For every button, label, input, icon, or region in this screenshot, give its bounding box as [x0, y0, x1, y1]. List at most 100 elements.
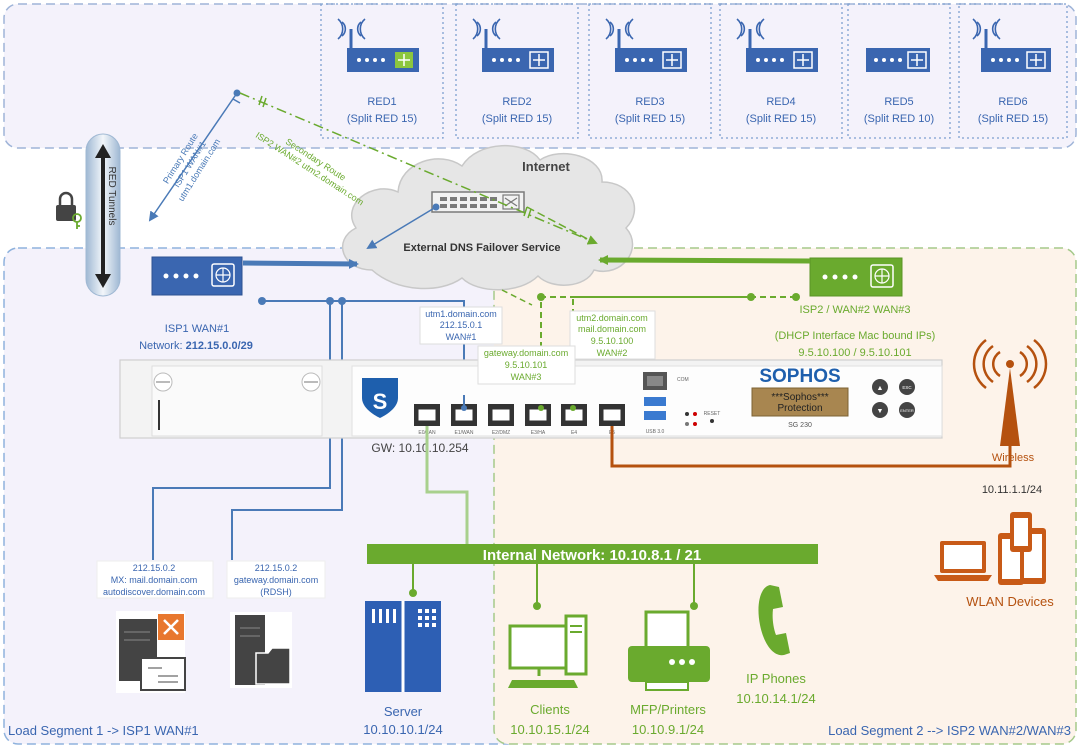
mail-info-box [96, 560, 214, 599]
enter-button[interactable]: ENTER [900, 408, 914, 413]
red3-icon [605, 18, 687, 72]
internet-title: Internet [522, 159, 570, 174]
printers[interactable]: MFP/Printers 10.10.9.1/24 [628, 610, 710, 737]
wan3-host: gateway.domain.com [484, 348, 568, 358]
dns-service-label: External DNS Failover Service [403, 242, 560, 254]
dns-to-wan3-line [501, 289, 533, 306]
red3-mode: (Split RED 15) [615, 113, 685, 125]
red5-box[interactable]: RED5 (Split RED 10) [847, 3, 951, 139]
red1-name: RED1 [367, 96, 396, 108]
phone-icon [758, 585, 790, 656]
rdsh-server-icon [230, 612, 292, 688]
wan1-host: utm1.domain.com [425, 309, 497, 319]
isp2-line2: (DHCP Interface Mac bound IPs) [775, 330, 936, 342]
model-label: SG 230 [788, 422, 812, 429]
red3-border [588, 3, 712, 139]
wireless-link [610, 426, 1012, 468]
red-sites-region [3, 3, 1077, 149]
red6-box[interactable]: RED6 (Split RED 15) [958, 3, 1068, 139]
red6-name: RED6 [998, 96, 1027, 108]
server-name: Server [384, 704, 423, 719]
mail-mx: MX: mail.domain.com [111, 575, 198, 585]
load-segment-1-label: Load Segment 1 -> ISP1 WAN#1 [8, 723, 199, 738]
up-button[interactable]: ▲ [877, 385, 884, 392]
secondary-route-line [239, 92, 598, 245]
red6-icon [972, 18, 1051, 72]
switch-icon [431, 191, 525, 213]
wan1-info-box: utm1.domain.com 212.15.0.1 WAN#1 [419, 306, 503, 345]
wireless-net: 10.11.1.1/24 [982, 484, 1042, 496]
dns-to-wan1-line [366, 206, 437, 250]
wan2-ip: 9.5.10.100 [591, 336, 634, 346]
svg-text:S: S [373, 389, 388, 414]
red2-icon [472, 18, 554, 72]
red4-icon [736, 18, 818, 72]
wlan-name: WLAN Devices [966, 594, 1054, 609]
isp2-line1: ISP2 / WAN#2 WAN#3 [799, 304, 910, 316]
front-panel-buttons[interactable]: ▲ ESC ▼ ENTER [872, 379, 915, 418]
usb-label: USB 3.0 [646, 429, 665, 435]
isp1-uplink-arrow [242, 258, 359, 269]
red4-mode: (Split RED 15) [746, 113, 816, 125]
printers-net: 10.10.9.1/24 [632, 722, 704, 737]
ip-phones[interactable]: IP Phones 10.10.14.1/24 [736, 585, 816, 706]
port-e4: E4 [571, 430, 577, 436]
red2-border [455, 3, 579, 139]
wan3-ip: 9.5.10.101 [505, 360, 548, 370]
wlan-devices[interactable]: WLAN Devices [934, 512, 1054, 609]
esc-button[interactable]: ESC [902, 385, 912, 390]
red1-icon [337, 18, 419, 72]
phones-name: IP Phones [746, 671, 806, 686]
clients[interactable]: Clients 10.10.15.1/24 [508, 614, 590, 737]
mail-server-icon [116, 611, 186, 693]
wan3-label: WAN#3 [511, 372, 542, 382]
sophos-shield-icon: S [362, 378, 398, 418]
red-tunnels-label: RED Tunnels [106, 167, 117, 226]
down-button[interactable]: ▼ [877, 408, 884, 415]
cloud-shape [341, 144, 636, 291]
lan-link [425, 426, 469, 544]
server-icon [365, 601, 441, 692]
load-segment-2-label: Load Segment 2 --> ISP2 WAN#2/WAN#3 [828, 723, 1071, 738]
desktop-computer-icon [508, 614, 588, 688]
internal-network-bar [367, 544, 818, 564]
red3-box[interactable]: RED3 (Split RED 15) [588, 3, 712, 139]
com-port-icon: COM [643, 372, 689, 390]
wlan-devices-icon [934, 512, 1046, 585]
reset-label: RESET [704, 411, 721, 417]
mail-server[interactable]: 212.15.0.2 MX: mail.domain.com autodisco… [96, 560, 214, 693]
red2-box[interactable]: RED2 (Split RED 15) [455, 3, 579, 139]
red2-name: RED2 [502, 96, 531, 108]
wireless-name: Wireless [992, 452, 1035, 464]
wan1-label: WAN#1 [446, 332, 477, 342]
rdsh-info-box [226, 560, 326, 599]
server[interactable]: Server 10.10.10.1/24 [363, 601, 443, 737]
rdsh-host: gateway.domain.com [234, 575, 318, 585]
red5-border [847, 3, 951, 139]
wireless-ap[interactable]: Wireless 10.11.1.1/24 [972, 339, 1048, 496]
red1-box[interactable]: RED1 (Split RED 15) [320, 3, 444, 139]
red4-box[interactable]: RED4 (Split RED 15) [719, 3, 843, 139]
port-e3: E3/HA [531, 430, 546, 436]
wan1-ip: 212.15.0.1 [440, 320, 483, 330]
usb-ports-icon: USB 3.0 [644, 397, 666, 435]
isp1-network-value: 212.15.0.0/29 [186, 340, 253, 352]
mail-autodiscover: autodiscover.domain.com [103, 587, 205, 597]
com-label: COM [677, 377, 689, 383]
wan2-host: utm2.domain.com [576, 313, 648, 323]
red3-name: RED3 [635, 96, 664, 108]
red-tunnels: RED Tunnels [85, 133, 121, 297]
red6-border [958, 3, 1068, 139]
isp2-line3: 9.5.10.100 / 9.5.10.101 [798, 347, 911, 359]
clients-name: Clients [530, 702, 570, 717]
wan2-mail: mail.domain.com [578, 324, 646, 334]
clients-net: 10.10.15.1/24 [510, 722, 590, 737]
isp2-modem-icon [809, 257, 903, 297]
port-e2: E2/DMZ [492, 430, 510, 436]
rdsh-gateway[interactable]: 212.15.0.2 gateway.domain.com (RDSH) [226, 560, 326, 688]
sophos-appliance: S E0/LAN E1/WAN E2/DMZ E3/HA E4 E5 COM U… [119, 359, 943, 439]
primary-route-line [148, 92, 238, 222]
dns-to-wan2-line [526, 206, 596, 244]
isp1-network-prefix: Network: [139, 340, 185, 352]
